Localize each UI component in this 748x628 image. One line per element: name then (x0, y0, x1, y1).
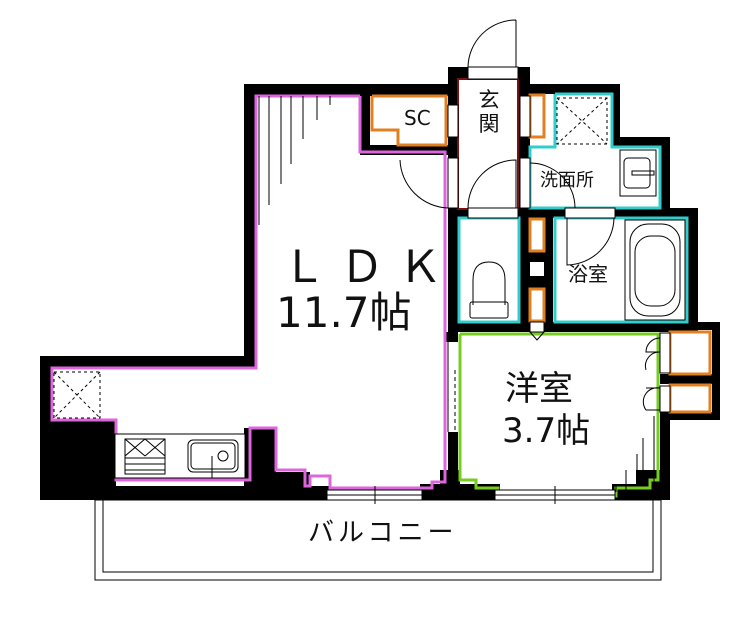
stove-icon (124, 438, 166, 475)
kitchen-sink-icon (187, 439, 239, 478)
kitchen-counter (114, 433, 246, 479)
ldk-outline (50, 94, 447, 490)
ldk-storage-lines (258, 96, 331, 225)
western-room-size-label: 3.7帖 (502, 411, 591, 451)
western-storage-lines (615, 416, 655, 492)
ldk-size-label: 11.7帖 (276, 288, 412, 337)
closet-lower (668, 383, 712, 414)
toilet-icon (469, 261, 509, 319)
balcony-label: バルコニー (308, 518, 458, 548)
shaft-mid (530, 262, 544, 276)
shaft-upper (528, 217, 546, 253)
sc-vent (372, 137, 386, 143)
washer-space-icon (556, 97, 608, 145)
western-room-label: 洋室 (505, 369, 573, 409)
windows (326, 342, 616, 504)
shoe-closet-outline (370, 94, 448, 147)
walls (40, 67, 720, 500)
shaft-lower (528, 287, 546, 323)
entrance-label: 玄関 (478, 88, 500, 136)
western-outline (458, 332, 660, 498)
bathroom-outline (553, 216, 689, 324)
fridge-space-icon (53, 371, 101, 419)
doors (399, 19, 671, 413)
ldk-label: ＬＤＫ (282, 242, 456, 293)
bathroom-label: 浴室 (568, 262, 608, 286)
closet-upper (668, 330, 712, 376)
bathtub-icon (624, 219, 686, 321)
toilet-outline (457, 216, 521, 324)
washroom-outline (528, 92, 662, 210)
shoe-closet-label: SC (404, 106, 431, 130)
wash-basin-icon (619, 149, 657, 197)
entrance-closet (528, 93, 546, 139)
washroom-label: 洗面所 (540, 170, 594, 191)
